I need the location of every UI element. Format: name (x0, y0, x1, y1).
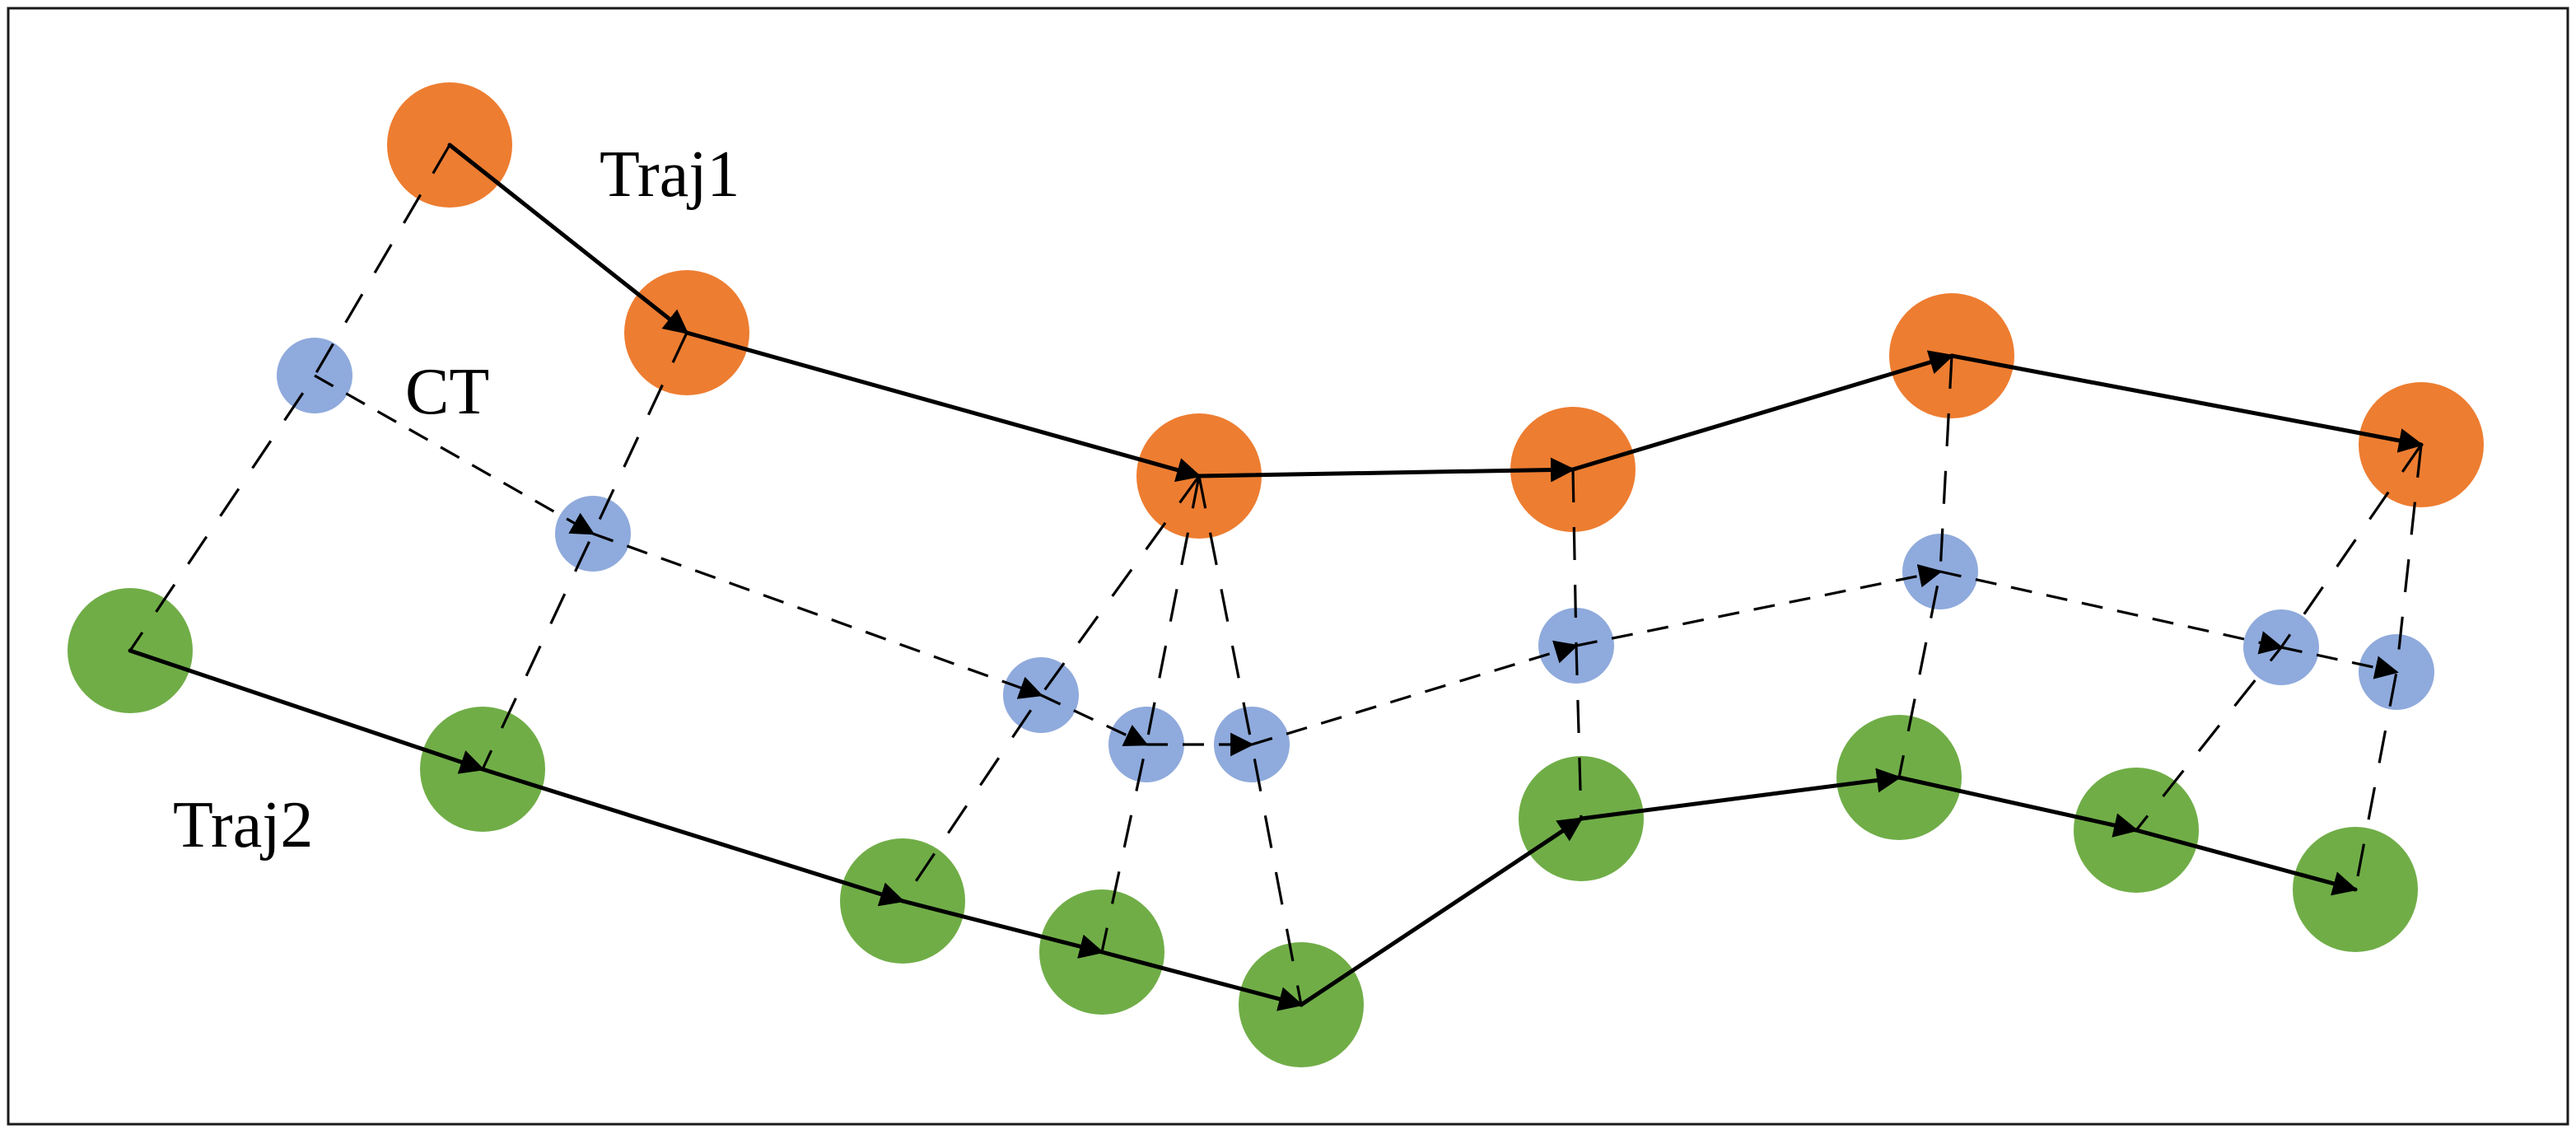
traj2-path-segment (1897, 775, 2139, 838)
traj1-path-segment (1570, 350, 1954, 472)
correspondence-link (481, 332, 688, 770)
traj2-path-segment (1299, 816, 1584, 1007)
traj2-path-segment (128, 648, 485, 774)
ct-path-segment (1040, 693, 1149, 747)
ct-path-segment (1939, 570, 2284, 655)
ct-path-segment (1575, 564, 1943, 647)
traj2-path-segment (1579, 768, 1902, 821)
traj2-path-segment (480, 767, 905, 907)
traj2-label: Traj2 (173, 789, 313, 861)
ct-label: CT (405, 356, 489, 428)
correspondence-link (901, 475, 1201, 902)
ct-path-segment (1251, 640, 1579, 746)
traj2-path-segment (900, 899, 1104, 959)
correspondence-link (1897, 355, 1953, 778)
traj2-path-segment (2134, 828, 2358, 896)
ct-path-segment (2280, 646, 2399, 679)
traj1-path-segment (447, 142, 689, 335)
ct-path-segment (592, 532, 1043, 699)
ct-path-layer (314, 374, 2399, 757)
traj1-path-segment (684, 330, 1202, 483)
traj1-label: Traj1 (600, 138, 740, 211)
traj1-path-segment (1197, 457, 1575, 483)
correspondence-link (128, 144, 451, 651)
correspondence-link (2354, 444, 2423, 890)
ct-path-segment (314, 374, 595, 535)
traj1-path-segment (1949, 353, 2424, 453)
trajectory-paths-layer (128, 142, 2424, 1011)
traj2-path-segment (1099, 950, 1304, 1011)
correspondence-link (1100, 475, 1201, 953)
